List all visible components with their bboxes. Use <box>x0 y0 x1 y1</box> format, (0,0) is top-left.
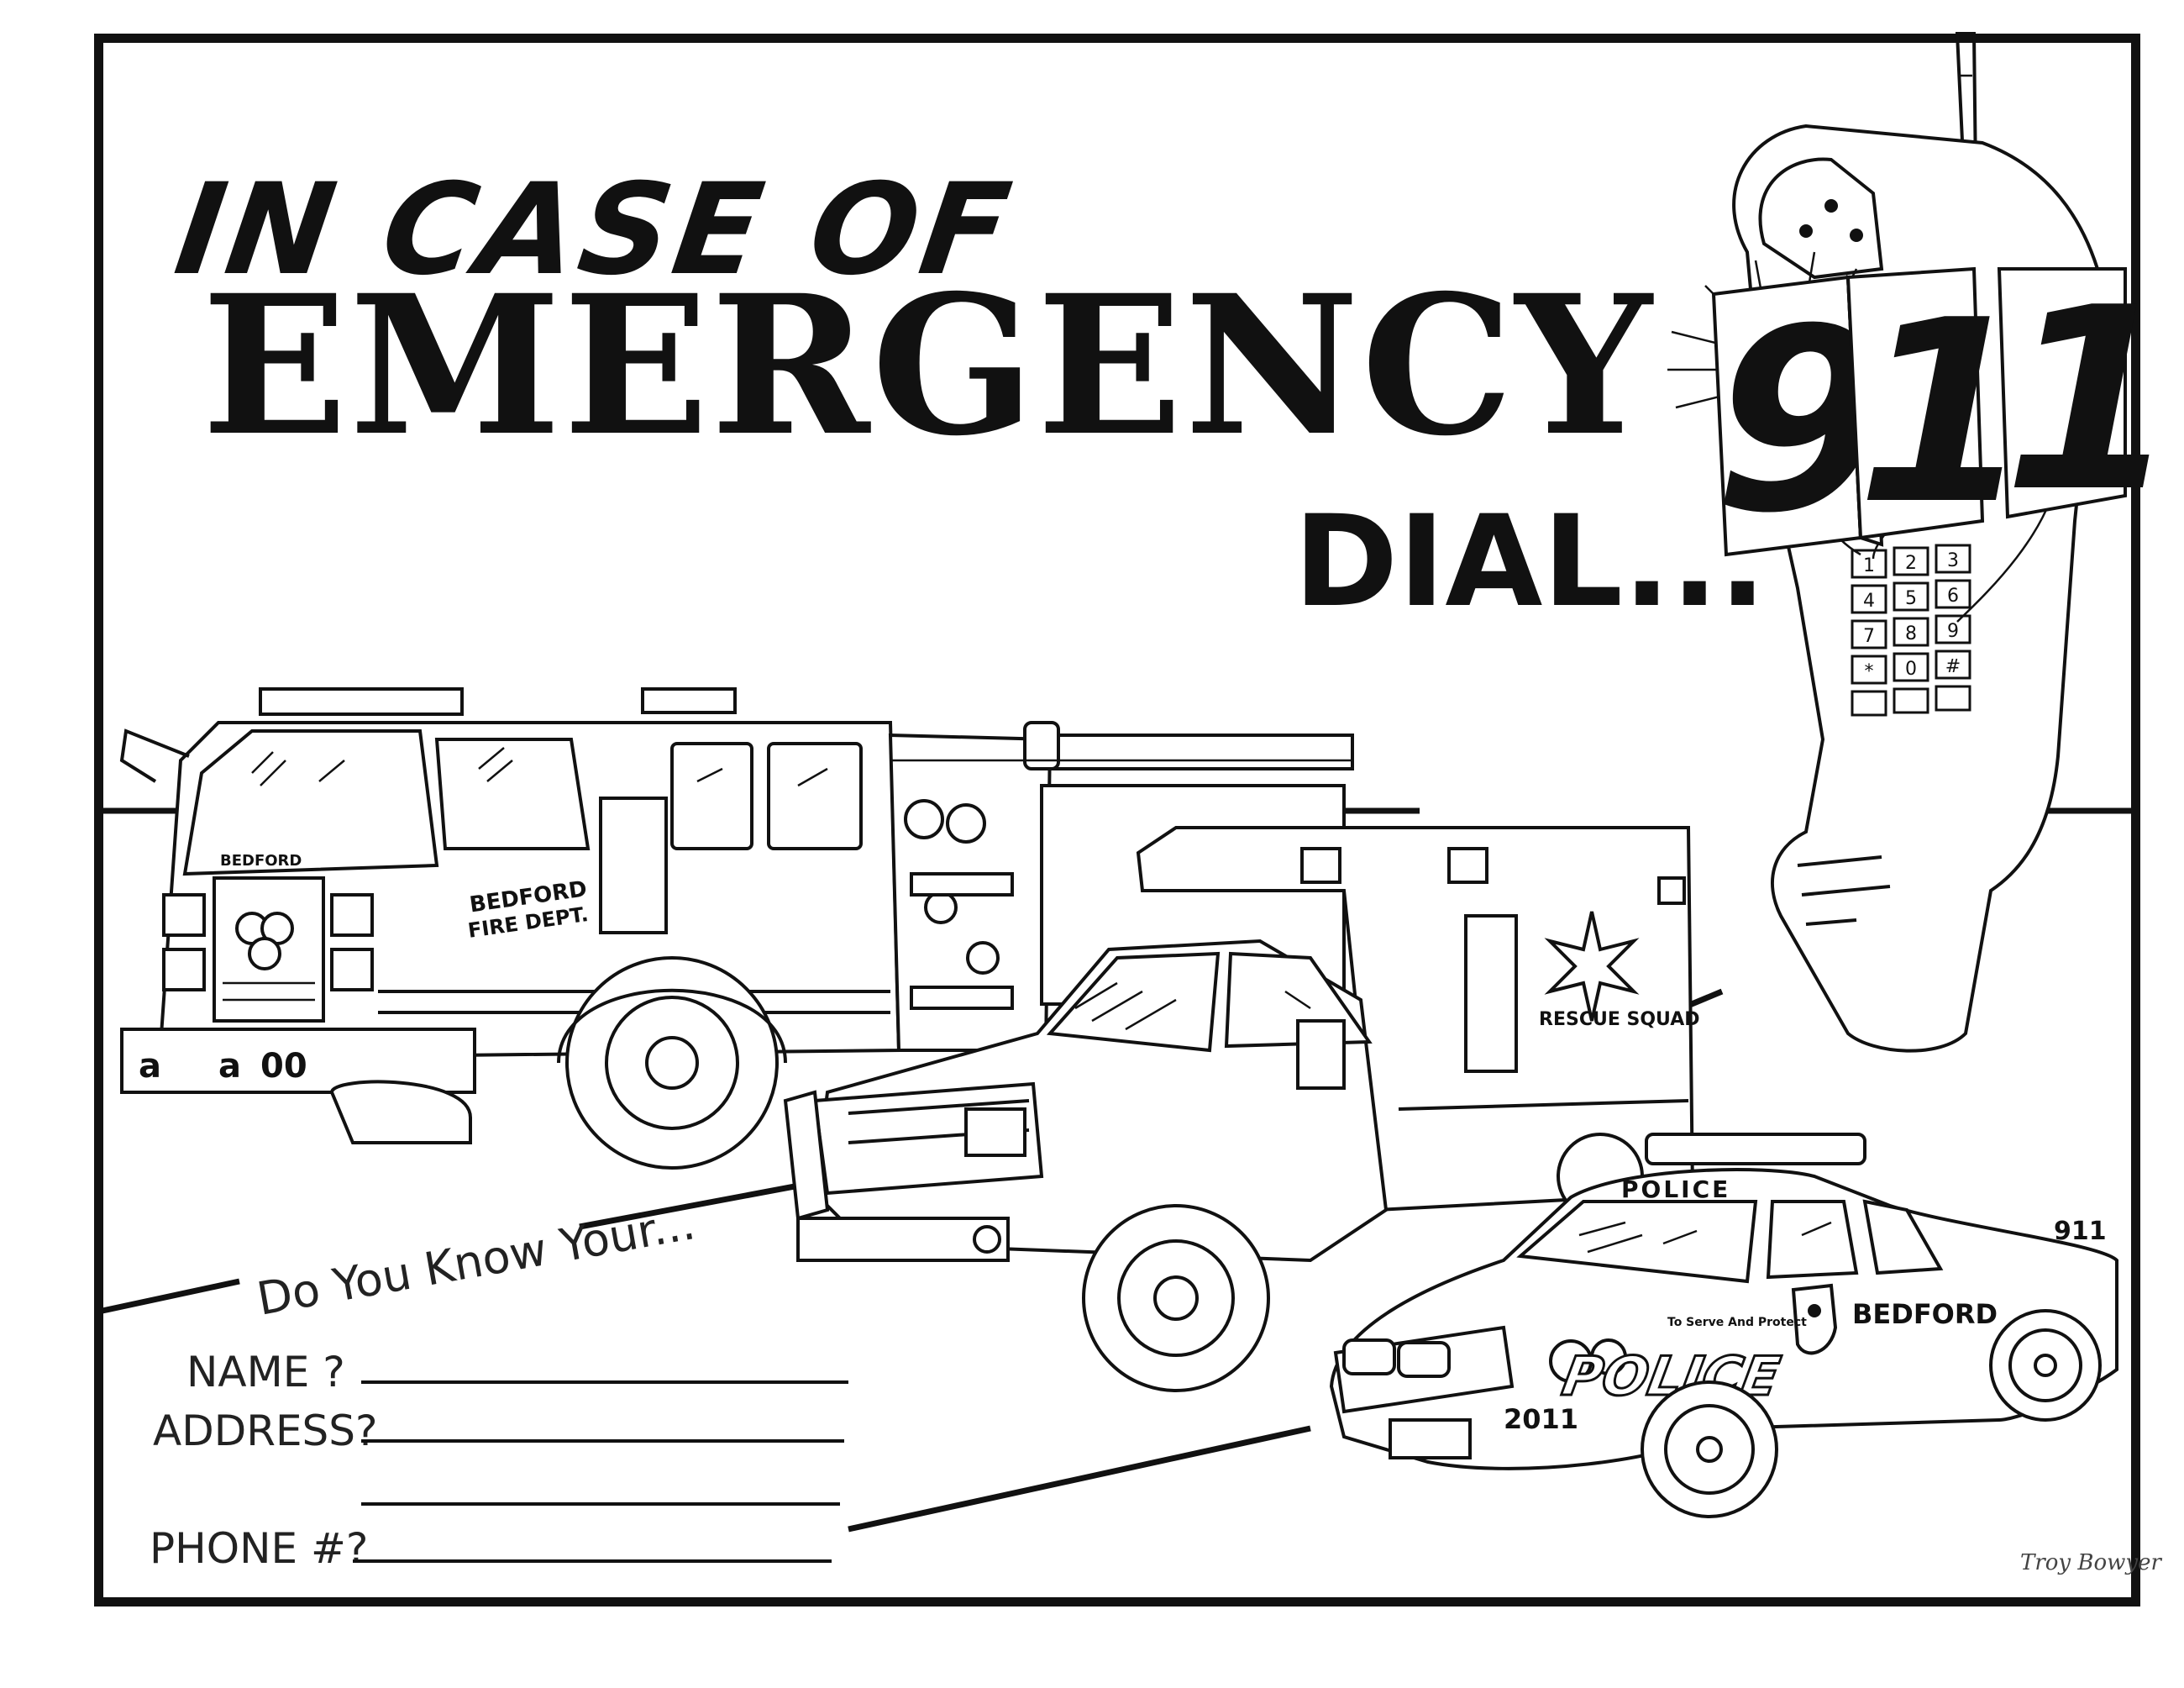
svg-text:4: 4 <box>1863 591 1875 612</box>
field-label-address: ADDRESS? <box>153 1407 378 1455</box>
fire-truck: BEDFORD BEDFORD FIRE DEPT. <box>119 687 1354 1170</box>
emergency-number: 9 1 1 <box>1711 254 2179 568</box>
svg-text:2: 2 <box>1905 553 1917 574</box>
ambulance: RESCUE SQUAD <box>783 826 1700 1392</box>
police-unit: 911 <box>2054 1217 2107 1246</box>
svg-text:*: * <box>1865 661 1874 682</box>
phone-keypad: 1 2 3 4 5 6 7 8 9 * 0 # <box>1851 544 1971 717</box>
police-brand: BEDFORD <box>1852 1298 1998 1330</box>
police-motto: To Serve And Protect <box>1667 1316 1807 1329</box>
svg-text:a: a <box>139 1047 161 1086</box>
svg-text:00: 00 <box>260 1047 307 1086</box>
headline-line2: EMERGENCY <box>202 253 1654 478</box>
svg-text:5: 5 <box>1905 588 1917 609</box>
artist-signature: Troy Bowyer <box>2020 1550 2162 1575</box>
police-car: POLICE 2011 To Serve And Protect BEDFORD… <box>1329 1133 2118 1518</box>
page-border <box>94 34 2140 1606</box>
phone-illustration: 1 2 3 4 5 6 7 8 9 * 0 # <box>1667 32 2179 1053</box>
svg-text:1: 1 <box>1863 555 1875 576</box>
svg-text:6: 6 <box>1947 586 1959 607</box>
svg-text:0: 0 <box>1905 659 1917 680</box>
svg-text:3: 3 <box>1947 550 1959 571</box>
headline-line3: DIAL... <box>1294 489 1767 635</box>
form-intro: Do You Know Your... <box>253 1196 699 1326</box>
contact-form: Do You Know Your... NAME ? ADDRESS? PHON… <box>150 1196 848 1573</box>
field-label-phone: PHONE #? <box>150 1524 368 1573</box>
svg-text:8: 8 <box>1905 623 1917 644</box>
svg-text:a: a <box>218 1047 241 1086</box>
digit-1b: 1 <box>2003 254 2179 547</box>
svg-text:BEDFORD: BEDFORD <box>220 852 302 870</box>
police-top-text: POLICE <box>1621 1175 1730 1203</box>
svg-text:#: # <box>1945 656 1961 677</box>
headline-line1: IN CASE OF <box>167 156 1021 303</box>
police-plate: 2011 <box>1504 1403 1578 1435</box>
svg-text:7: 7 <box>1863 626 1875 647</box>
ambulance-label: RESCUE SQUAD <box>1539 1009 1700 1030</box>
field-label-name: NAME ? <box>186 1348 345 1396</box>
svg-text:9: 9 <box>1947 621 1959 642</box>
